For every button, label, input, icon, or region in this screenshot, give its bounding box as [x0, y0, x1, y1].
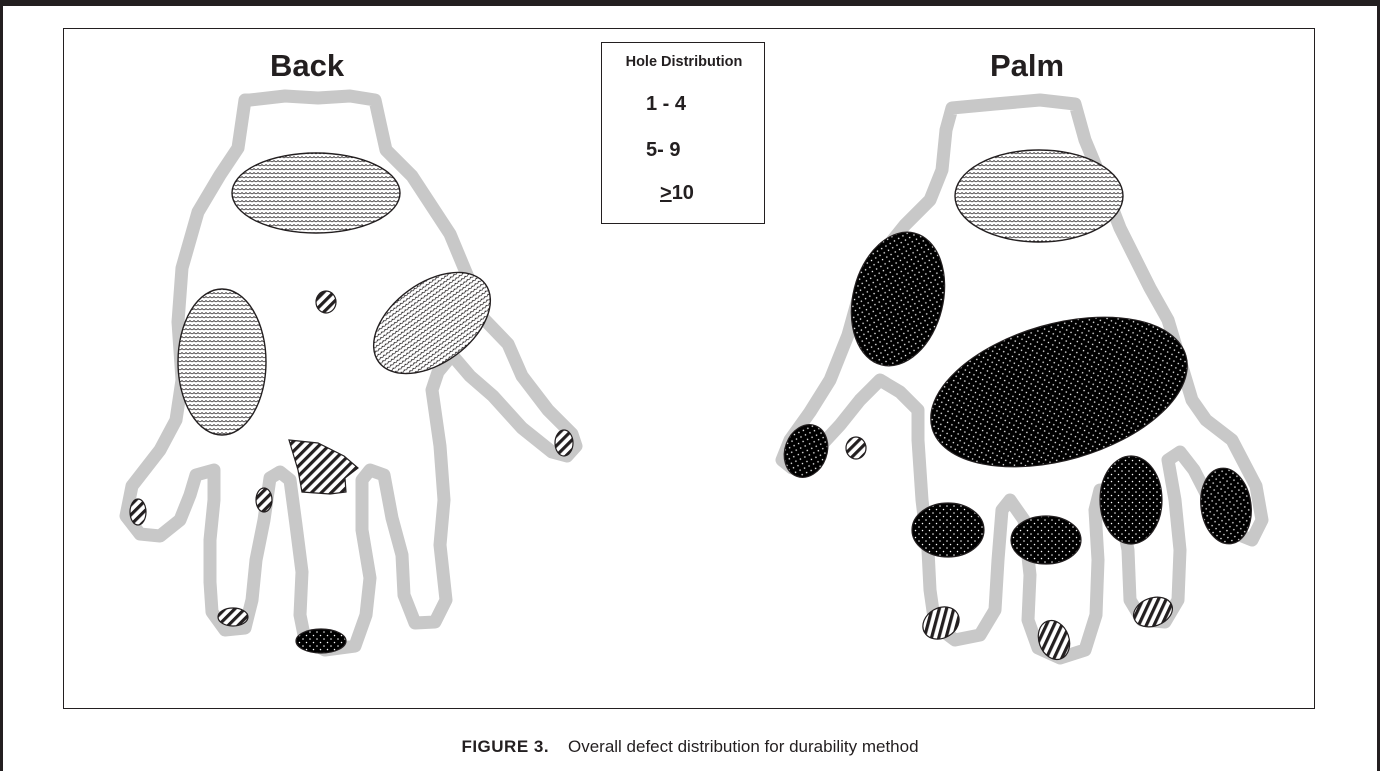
palm-defect-thumb-small — [846, 437, 866, 459]
back-defect-middle-tip — [296, 629, 346, 653]
back-defect-finger-left — [256, 488, 272, 512]
legend-label-10-plus: >10 — [660, 182, 694, 205]
caption-label: FIGURE 3. — [461, 737, 549, 756]
back-defect-wrist — [232, 153, 400, 233]
legend-label-5-9: 5- 9 — [646, 139, 680, 162]
back-defect-left-side — [178, 289, 266, 435]
palm-defect-thumb-base — [838, 222, 958, 376]
palm-defect-center — [913, 290, 1204, 493]
back-defect-finger-tip — [218, 608, 248, 626]
back-defect-irregular — [289, 440, 358, 494]
caption-text: Overall defect distribution for durabili… — [568, 737, 919, 756]
legend-box: Hole Distribution 1 - 4 5- 9 >10 — [601, 42, 765, 224]
figure-caption: FIGURE 3. Overall defect distribution fo… — [0, 737, 1380, 757]
back-defect-pinky-tip — [555, 430, 573, 456]
palm-panel-title: Palm — [990, 48, 1064, 84]
legend-label-geq-symbol: > — [660, 182, 672, 204]
back-defect-center-small — [316, 291, 336, 313]
back-panel-title: Back — [270, 48, 344, 84]
palm-defect-finger1 — [912, 503, 984, 557]
palm-defect-finger2 — [1011, 516, 1081, 564]
legend-label-10-value: 10 — [672, 182, 694, 204]
legend-title: Hole Distribution — [602, 54, 766, 70]
legend-label-1-4: 1 - 4 — [646, 93, 686, 116]
palm-defect-finger3 — [1100, 456, 1162, 544]
back-defect-thumb-tip — [130, 499, 146, 525]
palm-defect-wrist — [955, 150, 1123, 242]
palm-defect-thumb-tip — [777, 418, 835, 483]
